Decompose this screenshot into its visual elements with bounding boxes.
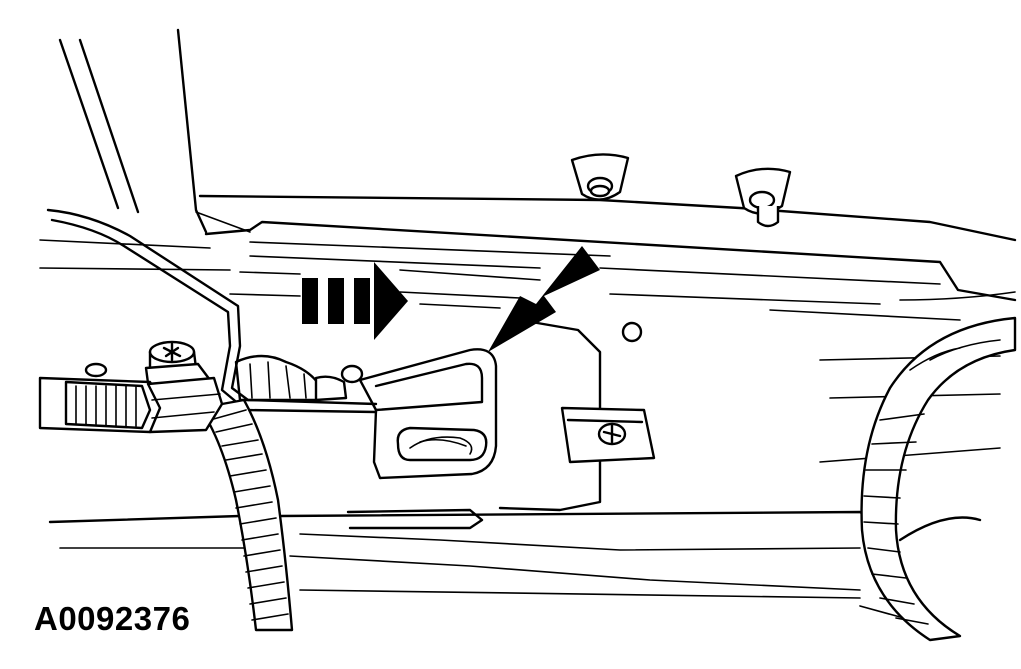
upper-panel <box>58 28 251 234</box>
wiring-harness <box>38 376 294 632</box>
steering-column-boot <box>234 354 364 402</box>
bracket-rod <box>46 208 378 406</box>
harness-coil <box>860 291 1017 642</box>
direction-arrow <box>302 262 408 340</box>
locator-hole <box>621 321 643 343</box>
pointer-arrow <box>488 246 600 352</box>
mounting-bracket <box>358 348 498 480</box>
figure-id-label: A0092376 <box>34 600 191 637</box>
push-pin-retainer <box>570 153 792 228</box>
u-nut-clip <box>560 406 656 464</box>
